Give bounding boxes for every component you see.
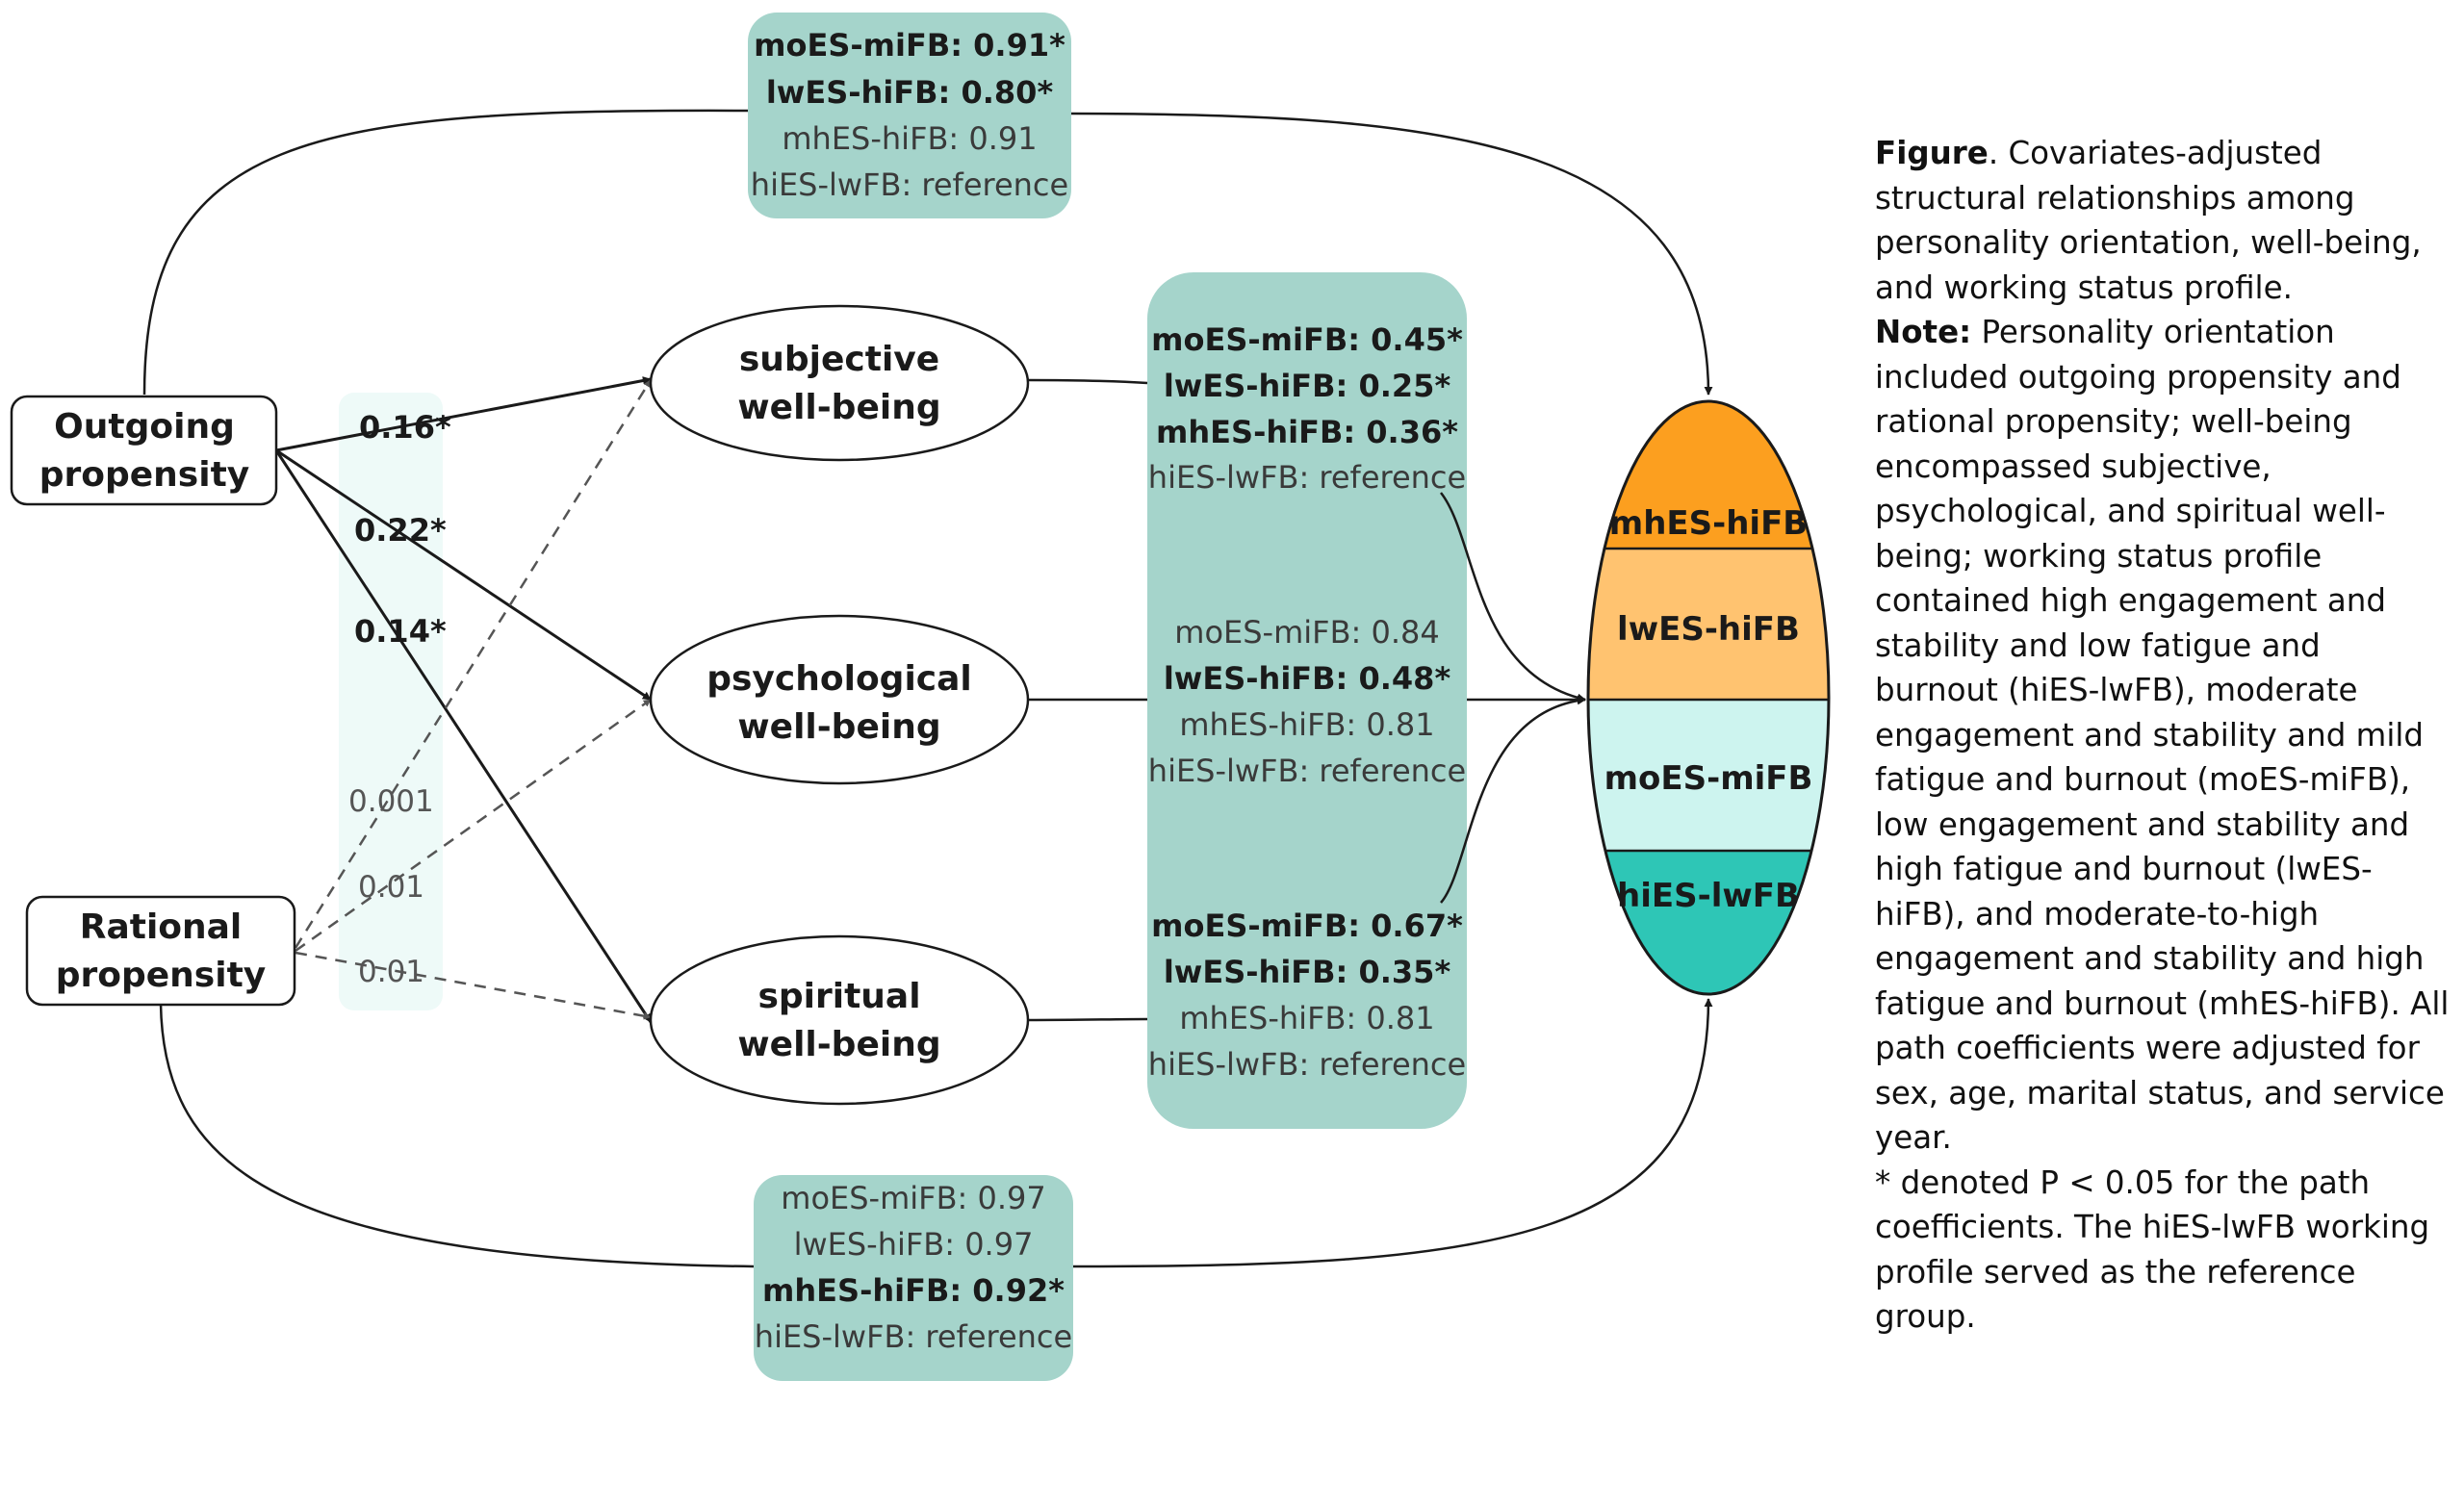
psychological-line-4: hiES-lwFB: reference xyxy=(1148,753,1466,789)
outgoing-to-profile-path xyxy=(142,109,749,396)
psychological-label-line1: psychological xyxy=(706,659,972,699)
spiritual-line-3: mhES-hiFB: 0.81 xyxy=(1179,1000,1434,1036)
psychological-line-3: mhES-hiFB: 0.81 xyxy=(1179,706,1434,743)
subjective-line-4: hiES-lwFB: reference xyxy=(1148,459,1466,496)
spiritual-line-1: moES-miFB: 0.67* xyxy=(1151,907,1463,944)
psychological-box-lines: moES-miFB: 0.84 lwES-hiFB: 0.48* mhES-hi… xyxy=(1148,614,1466,789)
coef-outgoing-psychological: 0.22* xyxy=(354,512,447,549)
rational-propensity-node: Rational propensity xyxy=(25,895,296,1007)
spiritual-well-being-node: spiritual well-being xyxy=(649,934,1030,1106)
mediator-effects-box xyxy=(1147,272,1467,1129)
coef-rational-spiritual: 0.01 xyxy=(358,955,424,989)
coef-rational-psychological: 0.01 xyxy=(358,870,424,905)
caption-figure-paragraph: Figure. Covariates-adjusted structural r… xyxy=(1875,131,2452,310)
outgoing-label-line2: propensity xyxy=(39,455,250,495)
rational-label-line2: propensity xyxy=(56,956,267,995)
psychological-label-line2: well-being xyxy=(737,707,940,747)
psychological-line-2: lwES-hiFB: 0.48* xyxy=(1164,660,1451,697)
rational-to-subjective-arrow xyxy=(294,379,653,949)
top-line-4: hiES-lwFB: reference xyxy=(751,166,1068,203)
bottom-line-2: lwES-hiFB: 0.97 xyxy=(794,1226,1034,1263)
coef-outgoing-subjective: 0.16* xyxy=(359,409,451,446)
caption-note-label: Note: xyxy=(1875,314,1972,350)
coefficient-band xyxy=(339,393,443,1010)
profile-segment-mo xyxy=(1588,700,1829,851)
profile-label-mo: moES-miFB xyxy=(1604,759,1813,798)
rational-to-profile-path xyxy=(159,1003,755,1268)
spiritual-label-line1: spiritual xyxy=(757,977,920,1016)
profile-label-hi: hiES-lwFB xyxy=(1617,877,1800,915)
profile-segment-hi xyxy=(1588,851,1829,994)
spiritual-label-line2: well-being xyxy=(737,1025,940,1064)
spiritual-line-2: lwES-hiFB: 0.35* xyxy=(1164,954,1451,990)
outgoing-to-subjective-arrow xyxy=(275,376,652,452)
subjective-line-1: moES-miFB: 0.45* xyxy=(1151,321,1463,358)
outgoing-propensity-node: Outgoing propensity xyxy=(10,395,278,506)
bottom-direct-effect-box xyxy=(754,1175,1073,1381)
top-line-2: lwES-hiFB: 0.80* xyxy=(766,74,1054,111)
top-box-lines: moES-miFB: 0.91* lwES-hiFB: 0.80* mhES-h… xyxy=(751,27,1068,203)
outgoing-to-spiritual-arrow xyxy=(274,449,653,1023)
subjective-well-being-node: subjective well-being xyxy=(649,304,1030,462)
psychological-line-1: moES-miFB: 0.84 xyxy=(1174,614,1439,651)
caption-footnote: * denoted P < 0.05 for the path coeffici… xyxy=(1875,1163,2430,1336)
path-diagram: Outgoing propensity Rational propensity … xyxy=(10,13,1831,1381)
coef-rational-subjective: 0.001 xyxy=(348,784,434,819)
caption-note-text: Personality orientation included outgoin… xyxy=(1875,314,2450,1156)
bottom-line-3: mhES-hiFB: 0.92* xyxy=(762,1272,1065,1309)
psychological-well-being-node: psychological well-being xyxy=(649,614,1030,785)
top-direct-effect-box xyxy=(748,13,1071,218)
figure-caption: Figure. Covariates-adjusted structural r… xyxy=(1875,131,2452,1340)
bottom-line-4: hiES-lwFB: reference xyxy=(755,1318,1072,1355)
profile-label-mh: mhES-hiFB xyxy=(1609,504,1808,543)
caption-figure-text: . Covariates-adjusted structural relatio… xyxy=(1875,135,2422,306)
profile-segment-lw xyxy=(1588,549,1829,700)
caption-note-paragraph: Note: Personality orientation included o… xyxy=(1875,310,2452,1161)
spiritual-box-lines: moES-miFB: 0.67* lwES-hiFB: 0.35* mhES-h… xyxy=(1148,907,1466,1083)
subjective-line-2: lwES-hiFB: 0.25* xyxy=(1164,368,1451,404)
coef-outgoing-spiritual: 0.14* xyxy=(354,613,447,650)
top-line-1: moES-miFB: 0.91* xyxy=(754,27,1065,64)
subjective-line-3: mhES-hiFB: 0.36* xyxy=(1156,414,1458,450)
caption-figure-label: Figure xyxy=(1875,135,1989,171)
bottom-box-lines: moES-miFB: 0.97 lwES-hiFB: 0.97 mhES-hiF… xyxy=(755,1180,1072,1355)
subjective-box-lines: moES-miFB: 0.45* lwES-hiFB: 0.25* mhES-h… xyxy=(1148,321,1466,496)
outgoing-to-psychological-arrow xyxy=(275,448,652,702)
bottom-line-1: moES-miFB: 0.97 xyxy=(781,1180,1045,1216)
subjective-label-line2: well-being xyxy=(737,388,940,427)
rational-label-line1: Rational xyxy=(80,907,243,947)
profile-label-lw: lwES-hiFB xyxy=(1617,610,1800,649)
top-line-3: mhES-hiFB: 0.91 xyxy=(782,120,1037,157)
subjective-label-line1: subjective xyxy=(739,340,939,379)
spiritual-line-4: hiES-lwFB: reference xyxy=(1148,1046,1466,1083)
outgoing-label-line1: Outgoing xyxy=(54,407,235,447)
